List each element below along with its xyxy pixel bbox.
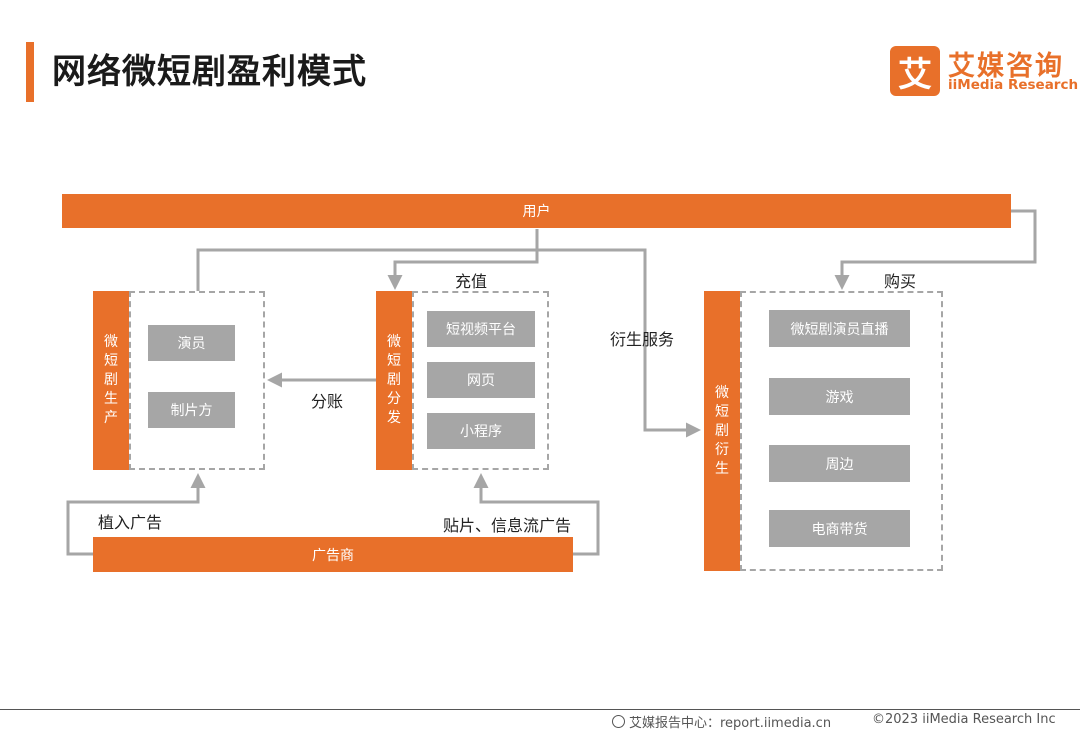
product-placement-arrow	[66, 473, 206, 556]
title-accent-bar	[26, 42, 34, 102]
patch-feed-ads-label: 贴片、信息流广告	[443, 516, 572, 535]
derivative-label: 微短剧衍生	[715, 384, 729, 477]
distribution-label: 微短剧分发	[387, 334, 401, 426]
distribution-frame	[412, 291, 549, 470]
production-label: 微短剧生产	[104, 334, 118, 426]
short-video-platform-box: 短视频平台	[427, 311, 535, 347]
footer-divider	[0, 709, 1080, 710]
user-bar: 用户	[62, 194, 1011, 228]
footer-copyright: ©2023 iiMedia Research Inc	[872, 712, 1056, 727]
game-box: 游戏	[769, 378, 910, 415]
derivative-frame	[740, 291, 943, 571]
revenue-share-label: 分账	[311, 392, 344, 411]
production-frame	[129, 291, 265, 470]
advertiser-bar: 广告商	[93, 537, 573, 572]
actor-livestream-box: 微短剧演员直播	[769, 310, 910, 347]
purchase-arrow	[834, 209, 1037, 290]
footer-source-text: 艾媒报告中心：report.iimedia.cn	[629, 716, 832, 731]
production-label-bar: 微短剧生产	[93, 291, 129, 470]
derivative-label-bar: 微短剧衍生	[704, 291, 740, 571]
globe-icon	[612, 715, 625, 728]
producer-box: 制片方	[148, 392, 235, 428]
mini-program-box: 小程序	[427, 413, 535, 449]
merchandise-box: 周边	[769, 445, 910, 482]
patch-feed-ads-arrow	[473, 473, 600, 556]
page-title: 网络微短剧盈利模式	[52, 52, 367, 92]
ecommerce-box: 电商带货	[769, 510, 910, 547]
derivative-service-label: 衍生服务	[610, 330, 675, 349]
distribution-label-bar: 微短剧分发	[376, 291, 412, 470]
footer-source: 艾媒报告中心：report.iimedia.cn	[612, 712, 831, 731]
actor-box: 演员	[148, 325, 235, 361]
recharge-arrow	[387, 250, 539, 290]
product-placement-label: 植入广告	[98, 513, 163, 532]
purchase-label: 购买	[884, 272, 917, 291]
logo-icon: 艾	[890, 46, 940, 96]
recharge-label: 充值	[455, 272, 488, 291]
logo-text-en: iiMedia Research	[948, 77, 1079, 93]
user-to-production-line	[196, 229, 539, 291]
logo-text-cn: 艾媒咨询	[948, 51, 1064, 82]
webpage-box: 网页	[427, 362, 535, 398]
derivative-service-arrow	[537, 248, 701, 438]
